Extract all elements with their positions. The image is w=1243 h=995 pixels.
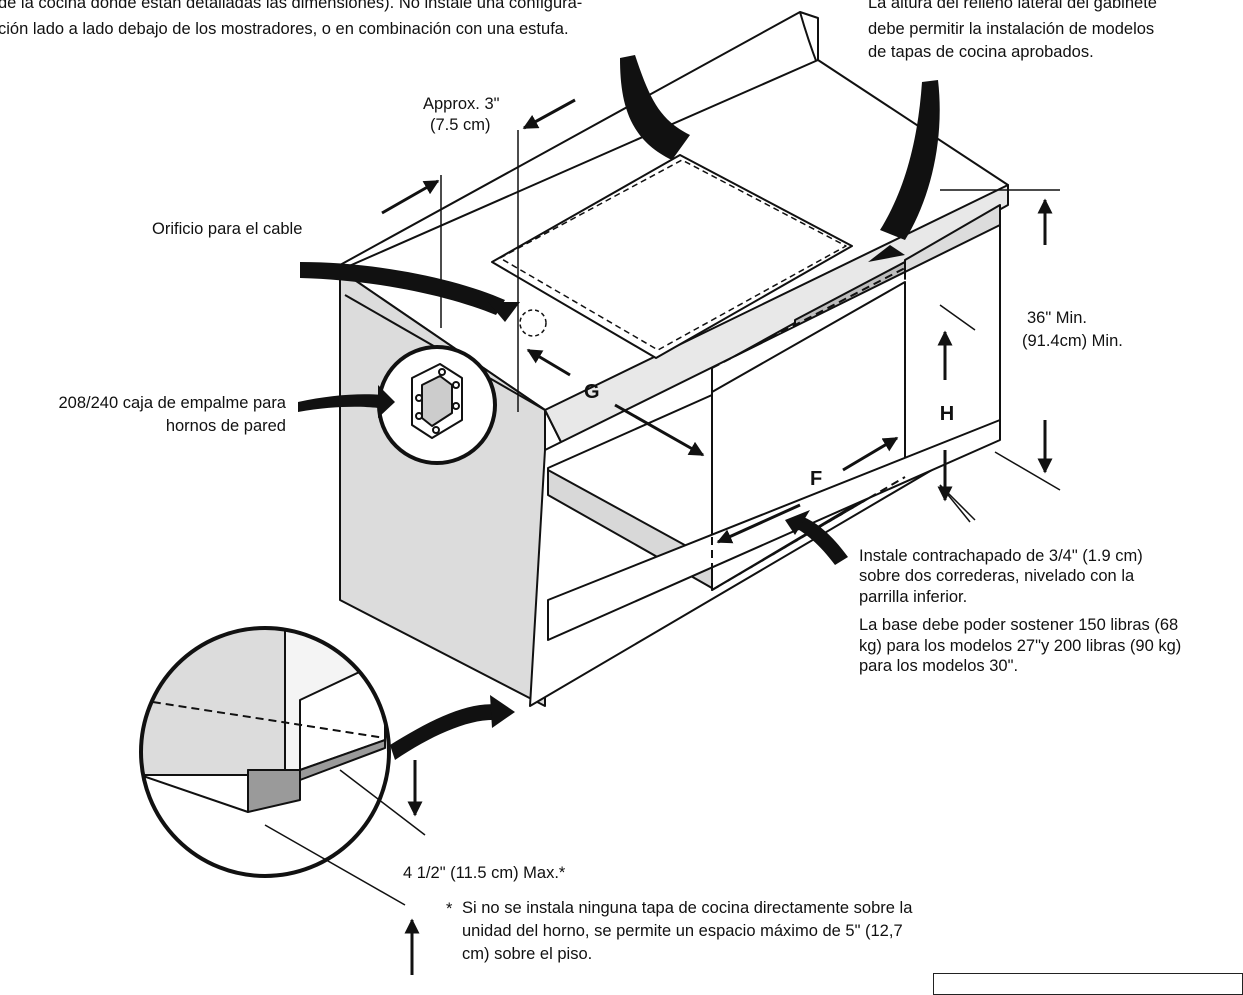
junction-box-label-line2: hornos de pared [165, 417, 286, 435]
plywood-note-line3: parrilla inferior. [859, 588, 968, 606]
base-note-line1: La base debe poder sostener 150 libras (… [859, 616, 1179, 634]
plywood-note-line1: Instale contrachapado de 3/4" (1.9 cm) [859, 547, 1143, 565]
height-dim-line1: 36" Min. [1027, 309, 1087, 327]
base-note-line3: para los modelos 30". [859, 657, 1019, 675]
footnote-line1: Si no se instala ninguna tapa de cocina … [462, 899, 913, 917]
footnote-line3: cm) sobre el piso. [462, 945, 593, 963]
footnote-line2: unidad del horno, se permite un espacio … [462, 922, 903, 940]
top-right-note-line1: La altura del relleno lateral del gabine… [868, 0, 1157, 12]
detail-circle [139, 626, 391, 878]
max-gap-label: 4 1/2" (11.5 cm) Max.* [403, 864, 566, 882]
junction-box [377, 345, 497, 465]
dim-approx-line1: Approx. 3" [423, 95, 500, 113]
base-note-line2: kg) para los modelos 27"y 200 libras (90… [859, 637, 1182, 655]
cabinet-face [529, 224, 1001, 707]
bottom-right-box [933, 973, 1243, 995]
top-left-note-line1: de la cocina donde están detalladas las … [0, 0, 583, 12]
top-right-note-line2: debe permitir la instalación de modelos [868, 20, 1155, 38]
footnote-star: * [446, 900, 453, 918]
junction-box-label-line1: 208/240 caja de empalme para [58, 394, 287, 412]
arrows [381, 98, 1053, 975]
top-right-note-line3: de tapas de cocina aprobados. [868, 43, 1094, 61]
dim-approx-line2: (7.5 cm) [430, 116, 491, 134]
label-g: G [584, 381, 600, 403]
height-dim-line2: (91.4cm) Min. [1022, 332, 1123, 350]
cooktop-outline [491, 154, 853, 359]
cable-hole-label: Orificio para el cable [152, 220, 303, 238]
cable-hole [519, 309, 547, 337]
callout-arrows [298, 55, 940, 760]
top-left-note-line2: ción lado a lado debajo de los mostrador… [0, 20, 569, 38]
label-h: H [928, 403, 966, 425]
plywood-note-line2: sobre dos correderas, nivelado con la [859, 567, 1135, 585]
label-f: F [810, 468, 823, 490]
